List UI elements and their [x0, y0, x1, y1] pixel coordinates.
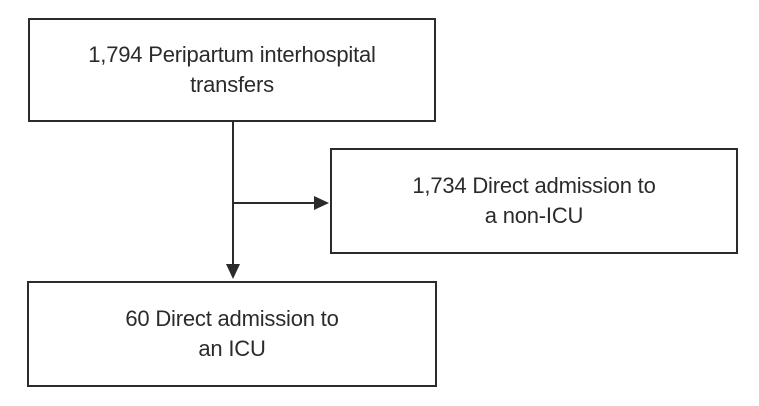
flow-node-non-icu-admission-label: 1,734 Direct admission to a non-ICU	[412, 173, 656, 228]
flow-node-peripartum-transfers-label: 1,794 Peripartum interhospital transfers	[88, 42, 376, 97]
arrow-right-icon	[314, 196, 329, 210]
flow-node-non-icu-admission: 1,734 Direct admission to a non-ICU	[330, 148, 738, 254]
flow-node-icu-admission: 60 Direct admission to an ICU	[27, 281, 437, 387]
arrow-down-icon	[226, 264, 240, 279]
flow-node-peripartum-transfers: 1,794 Peripartum interhospital transfers	[28, 18, 436, 122]
flow-node-icu-admission-label: 60 Direct admission to an ICU	[125, 306, 339, 361]
